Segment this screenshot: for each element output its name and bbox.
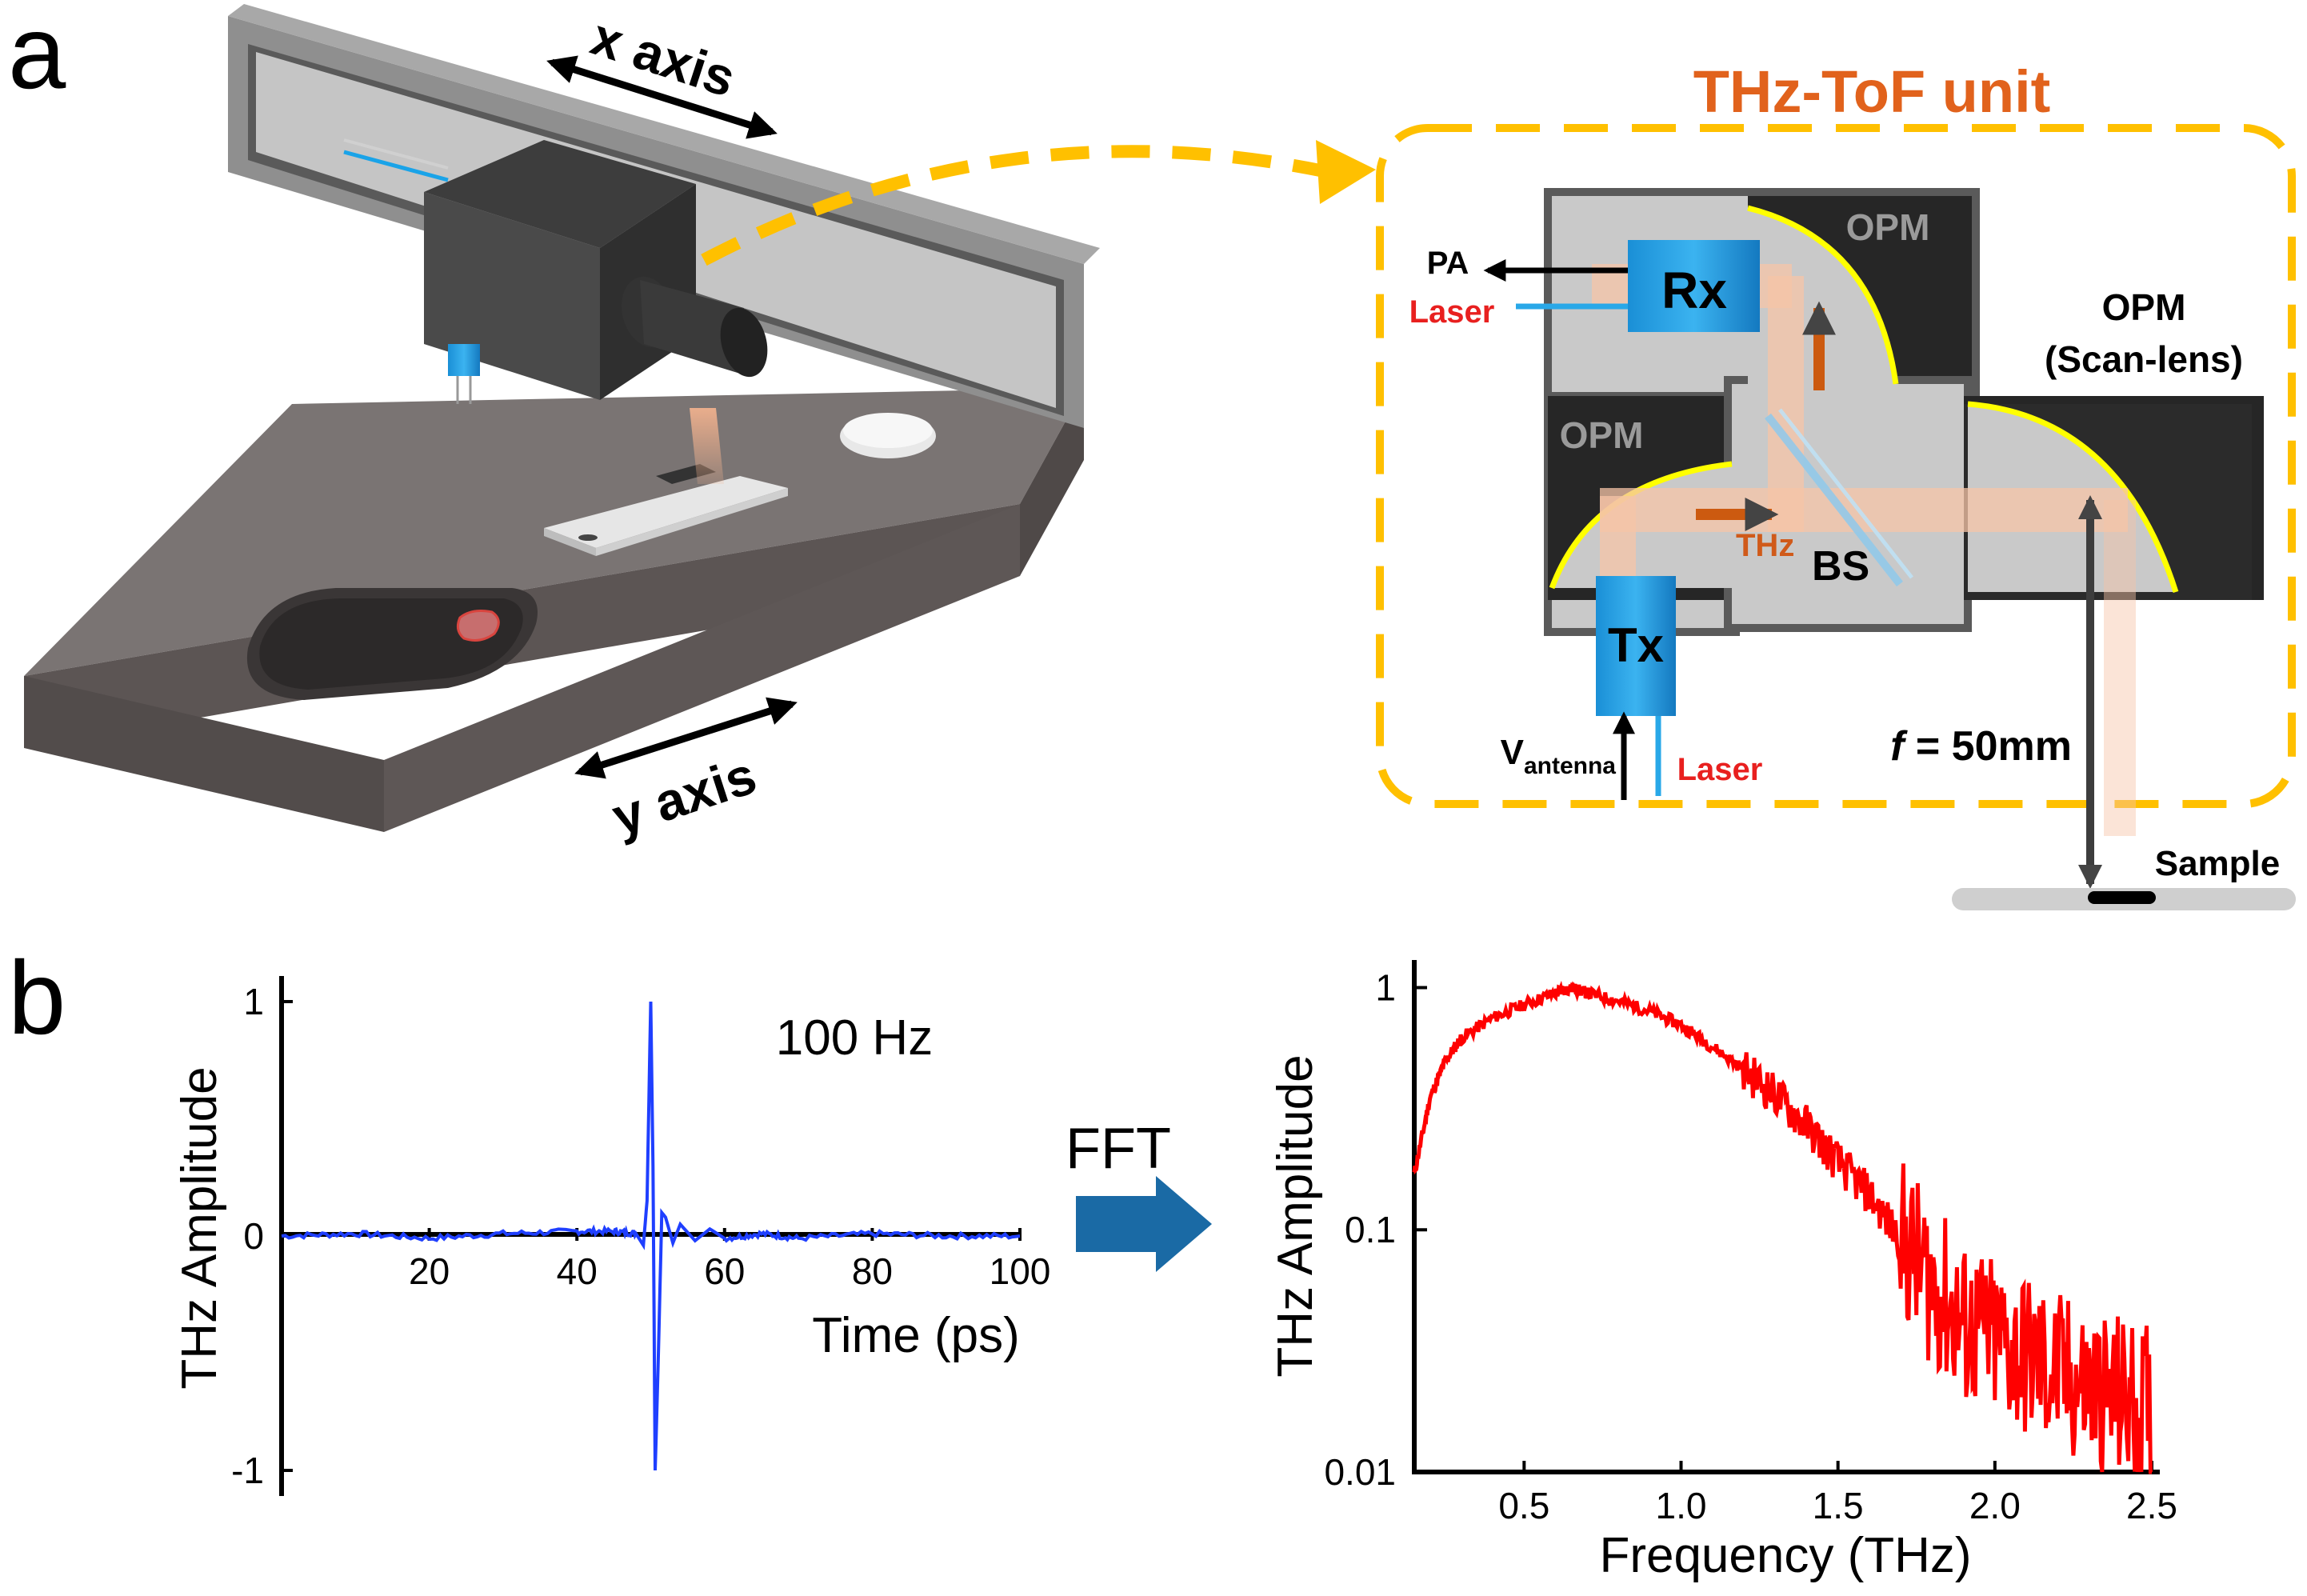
freq-xtick-label: 2.0 <box>1969 1485 2021 1526</box>
fft-arrow <box>1076 1176 1212 1272</box>
focal-length-label: f = 50mm <box>1890 723 2072 770</box>
thz-tof-unit-box <box>1376 124 2296 808</box>
earbud-case <box>840 413 936 458</box>
freq-xtick-label: 2.5 <box>2126 1485 2177 1526</box>
time-trace <box>281 1001 1021 1471</box>
thz-head <box>424 140 768 484</box>
bs-label: BS <box>1812 543 1869 590</box>
freq-xtick-label: 1.5 <box>1813 1485 1864 1526</box>
freq-ylabel: THz Amplitude <box>1268 1054 1323 1377</box>
scanner-stage <box>24 388 1084 832</box>
freq-ytick-label: 0.1 <box>1345 1209 1396 1250</box>
rx-label: Rx <box>1661 262 1727 319</box>
sample-target <box>2088 891 2156 904</box>
y-axis-label: y axis <box>605 745 762 846</box>
focal-italic: f <box>1890 723 1908 770</box>
frequency-domain-plot: 0.5 1.0 1.5 2.0 2.5 1 0.1 0.01 Frequency (THz)… <box>1268 960 2177 1583</box>
laser-rx-label: Laser <box>1409 294 1495 330</box>
v-antenna-label: Vantenna <box>1501 733 1617 779</box>
panel-a-label: a <box>8 0 66 110</box>
pa-label: PA <box>1427 246 1469 281</box>
zoom-connector <box>701 145 1329 266</box>
v-antenna-main: V <box>1501 733 1525 772</box>
time-annotation: 100 Hz <box>776 1010 933 1066</box>
rx-module <box>1628 240 1760 332</box>
laser-tx-label: Laser <box>1677 752 1763 787</box>
zoom-arrowhead <box>1316 140 1376 204</box>
y-axis-arrow <box>574 697 798 779</box>
spectrum-trace <box>1412 980 2153 1474</box>
time-xtick-label: 40 <box>557 1250 598 1292</box>
freq-xtick-label: 1.0 <box>1656 1485 1707 1526</box>
time-ytick-label: -1 <box>231 1450 264 1491</box>
tx-label: Tx <box>1608 618 1664 672</box>
opm-right-label: OPM <box>2102 286 2186 328</box>
freq-xlabel: Frequency (THz) <box>1599 1528 1971 1583</box>
time-xtick-label: 20 <box>409 1250 450 1292</box>
panel-b-label: b <box>8 939 66 1056</box>
time-ytick-label: 1 <box>243 981 264 1022</box>
time-xlabel: Time (ps) <box>812 1308 1019 1363</box>
tx-module <box>1596 576 1676 716</box>
time-xtick-label: 80 <box>852 1250 893 1292</box>
time-xtick-label: 100 <box>990 1250 1051 1292</box>
time-ylabel: THz Amplitude <box>172 1066 227 1389</box>
freq-xtick-label: 0.5 <box>1498 1485 1549 1526</box>
x-axis-label: x axis <box>585 6 742 108</box>
time-ytick-label: 0 <box>243 1215 264 1257</box>
opm-left-label: OPM <box>1560 414 1644 456</box>
opm-right-sublabel: (Scan-lens) <box>2045 338 2243 380</box>
fft-label: FFT <box>1066 1117 1171 1181</box>
time-xtick-label: 60 <box>704 1250 745 1292</box>
time-domain-plot: 20 40 60 80 100 1 0 -1 100 Hz Time (ps) THz Am… <box>172 976 1050 1496</box>
x-axis-arrow <box>546 55 778 139</box>
sample-label: Sample <box>2155 844 2281 883</box>
sample-tray <box>246 588 538 700</box>
v-antenna-sub: antenna <box>1524 753 1616 779</box>
thz-label: THz <box>1736 528 1794 563</box>
freq-ytick-label: 0.01 <box>1324 1451 1396 1493</box>
unit-title: THz-ToF unit <box>1693 58 2051 125</box>
optical-housing <box>1544 188 2264 836</box>
freq-ytick-label: 1 <box>1375 966 1396 1008</box>
opm-top-label: OPM <box>1846 206 1930 248</box>
focal-value: = 50mm <box>1904 723 2072 770</box>
